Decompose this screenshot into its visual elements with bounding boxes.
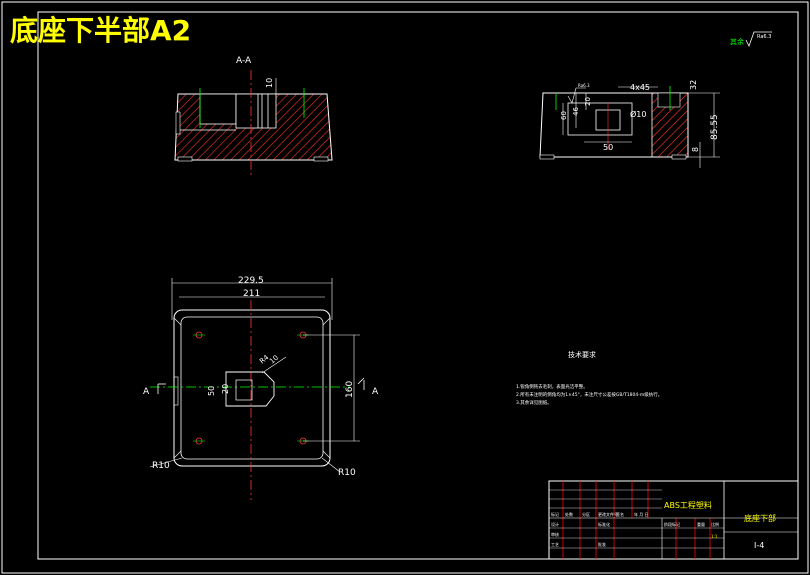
side-dim-50: 50	[603, 143, 613, 152]
plan-corner-r-left: R10	[152, 461, 170, 471]
side-dim-height: 85.55	[710, 114, 720, 140]
plan-dim-slot-10: 10	[268, 354, 280, 366]
notes-line-1: 1.锐角倒钝去毛刺，表面光洁平整。	[516, 383, 588, 390]
tb-count: 处数	[565, 511, 573, 517]
plan-dim-inner: 211	[243, 289, 260, 299]
side-dim-top: 32	[689, 80, 698, 90]
tb-date: 年 月 日	[634, 511, 649, 517]
roughness-value: Ra6.3	[757, 34, 771, 40]
side-dim-20: 20	[584, 97, 592, 106]
tb-stage-mark: 阶段标记	[664, 521, 680, 527]
tb-mark: 标记	[551, 511, 559, 517]
tb-review: 审核	[551, 531, 559, 537]
tb-company: ABS工程塑料	[664, 500, 712, 510]
tb-ratio: 1:1	[711, 534, 718, 539]
tb-weight: 重量	[697, 521, 705, 527]
plan-cut-left: A	[143, 387, 150, 397]
side-dim-dia: Ø10	[630, 109, 646, 119]
side-dim-46: 46	[572, 107, 580, 116]
plan-dim-overall: 229.5	[238, 276, 264, 286]
tb-doc: 更改文件号	[598, 511, 618, 517]
notes-line-3: 3.其余详见图纸。	[516, 399, 552, 406]
tb-zone: 分区	[582, 511, 590, 517]
notes-line-2: 2.所有未注明的倒角均为1×45°，未注尺寸公差按GB/T1804-m级执行。	[516, 391, 662, 398]
side-dim-chamfer: 4x45	[630, 83, 650, 92]
side-view: 4x45 32 85.55 8 60 46 20 50 Ø10 Ra6.3	[539, 80, 720, 168]
roughness-note: 其余	[730, 37, 744, 46]
plan-dim-hole-spacing: 160	[345, 381, 355, 398]
roughness-symbol-icon: 其余 Ra6.3	[730, 31, 772, 48]
plan-view: 229.5 211 50 20 R4	[143, 276, 379, 500]
plan-dim-slot-20: 20	[221, 384, 230, 394]
plan-corner-r-right: R10	[338, 468, 356, 478]
plan-dim-slot-50: 50	[207, 386, 216, 396]
tb-part-name: 底座下部	[744, 513, 776, 523]
tb-scale: 比例	[711, 521, 719, 527]
tb-drawing-no: I-4	[754, 541, 764, 550]
tb-approve: 批准	[598, 541, 606, 547]
plan-cut-right: A	[372, 387, 379, 397]
tb-design: 设计	[551, 521, 559, 527]
section-dim-10: 10	[265, 78, 274, 88]
section-view-a-a: A-A 10	[174, 56, 333, 178]
section-label: A-A	[236, 56, 252, 66]
drawing-title: 底座下半部A2	[10, 14, 191, 47]
title-block: ABS工程塑料 底座下部 I-4 标记 处数 分区 更改文件号 签名 年 月 日…	[548, 480, 799, 560]
notes-heading: 技术要求	[568, 350, 596, 359]
side-dim-base: 8	[691, 147, 700, 152]
tb-process: 工艺	[551, 542, 559, 547]
technical-notes: 技术要求 1.锐角倒钝去毛刺，表面光洁平整。 2.所有未注明的倒角均为1×45°…	[516, 350, 662, 406]
side-roughness: Ra6.3	[578, 83, 590, 88]
sheet-inner-border	[37, 11, 799, 560]
tb-standard: 标准化	[598, 521, 610, 527]
side-dim-hole-depth: 60	[560, 111, 568, 120]
tb-sign: 签名	[616, 511, 624, 517]
